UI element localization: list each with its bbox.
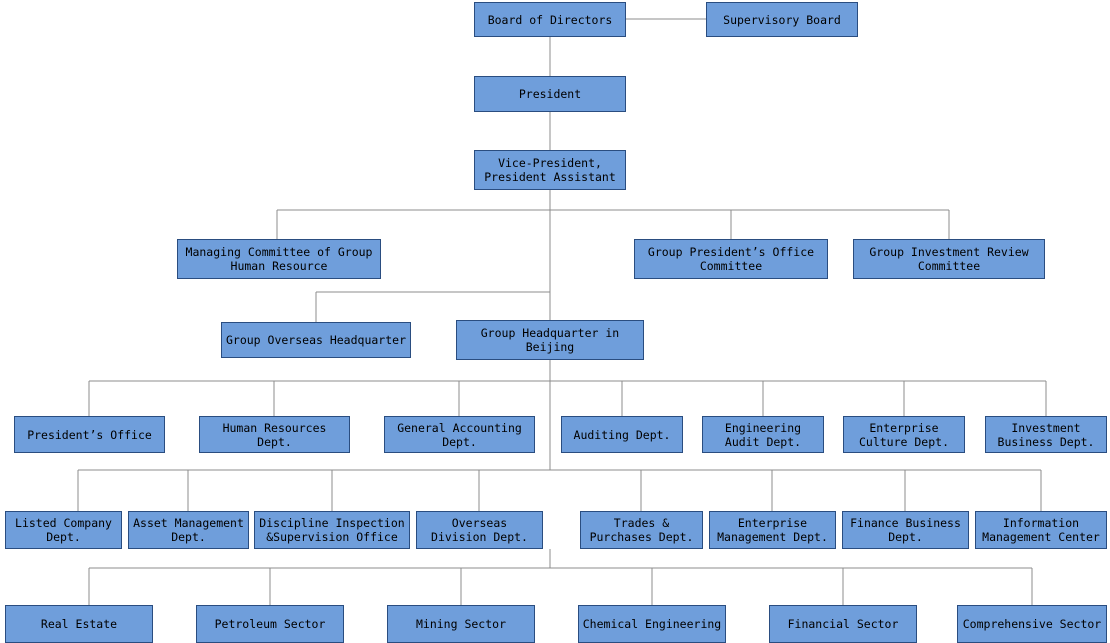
node-group-overseas-headquarter[interactable]: Group Overseas Headquarter	[221, 322, 411, 358]
node-overseas-division-dept[interactable]: Overseas Division Dept.	[416, 511, 543, 549]
node-group-headquarter-beijing[interactable]: Group Headquarter in Beijing	[456, 320, 644, 360]
node-vice-president[interactable]: Vice-President, President Assistant	[474, 150, 626, 190]
node-investment-business-dept[interactable]: Investment Business Dept.	[985, 416, 1107, 453]
node-discipline-inspection-supervision-office[interactable]: Discipline Inspection &Supervision Offic…	[254, 511, 410, 549]
node-real-estate[interactable]: Real Estate	[5, 605, 153, 643]
node-listed-company-dept[interactable]: Listed Company Dept.	[5, 511, 122, 549]
node-human-resources-dept[interactable]: Human Resources Dept.	[199, 416, 350, 453]
node-enterprise-culture-dept[interactable]: Enterprise Culture Dept.	[843, 416, 965, 453]
node-asset-management-dept[interactable]: Asset Management Dept.	[128, 511, 249, 549]
node-group-presidents-office-committee[interactable]: Group President’s Office Committee	[634, 239, 828, 279]
node-financial-sector[interactable]: Financial Sector	[769, 605, 917, 643]
node-supervisory-board[interactable]: Supervisory Board	[706, 2, 858, 37]
node-mining-sector[interactable]: Mining Sector	[387, 605, 535, 643]
node-chemical-engineering[interactable]: Chemical Engineering	[578, 605, 726, 643]
node-group-investment-review-committee[interactable]: Group Investment Review Committee	[853, 239, 1045, 279]
node-board-of-directors[interactable]: Board of Directors	[474, 2, 626, 37]
node-trades-purchases-dept[interactable]: Trades & Purchases Dept.	[580, 511, 703, 549]
node-engineering-audit-dept[interactable]: Engineering Audit Dept.	[702, 416, 824, 453]
node-enterprise-management-dept[interactable]: Enterprise Management Dept.	[709, 511, 836, 549]
node-auditing-dept[interactable]: Auditing Dept.	[561, 416, 683, 453]
node-petroleum-sector[interactable]: Petroleum Sector	[196, 605, 344, 643]
node-general-accounting-dept[interactable]: General Accounting Dept.	[384, 416, 535, 453]
node-finance-business-dept[interactable]: Finance Business Dept.	[842, 511, 969, 549]
node-president[interactable]: President	[474, 76, 626, 112]
node-managing-committee-hr[interactable]: Managing Committee of Group Human Resour…	[177, 239, 381, 279]
node-information-management-center[interactable]: Information Management Center	[975, 511, 1107, 549]
node-comprehensive-sector[interactable]: Comprehensive Sector	[957, 605, 1107, 643]
node-presidents-office[interactable]: President’s Office	[14, 416, 165, 453]
